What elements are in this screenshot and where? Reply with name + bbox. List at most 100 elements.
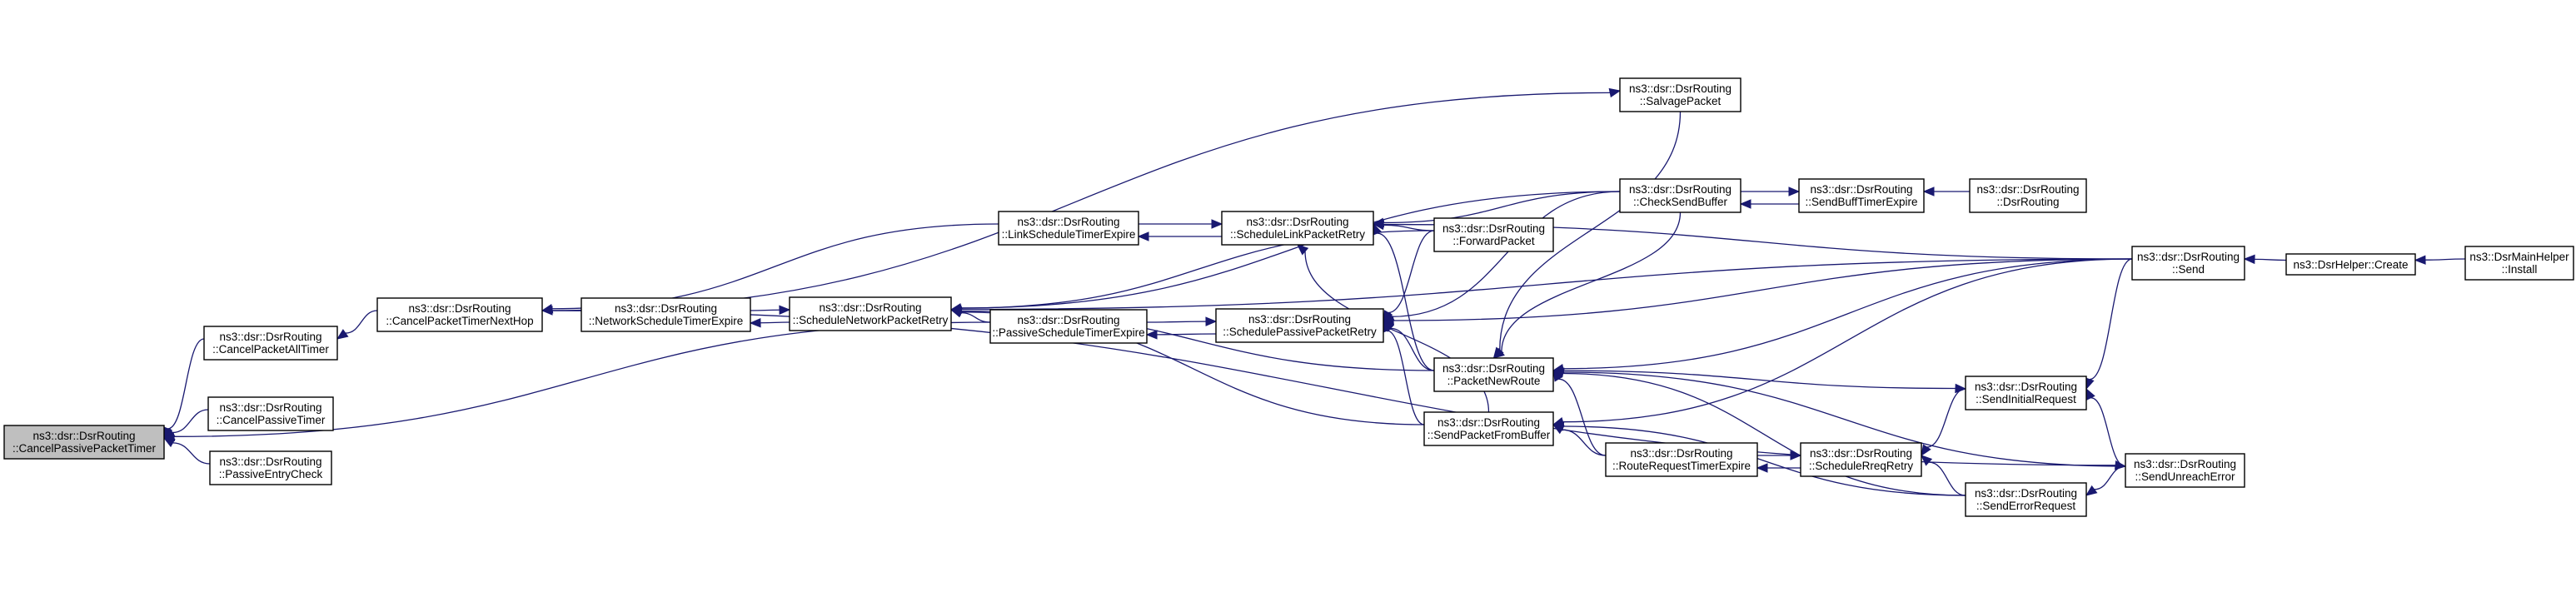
node-schedule-passive-packet-retry[interactable]: ns3::dsr::DsrRouting::SchedulePassivePac… [1215,308,1384,343]
node-box [1433,357,1554,392]
node-label-method: ::CancelPassivePacketTimer [12,442,157,455]
edge-line [1387,330,1425,425]
edge-cancel-packet-all-timer-to-cancel-passive-packet-timer [163,338,205,440]
edge-line [2094,465,2126,490]
node-box [1605,442,1758,477]
node-label-method: ::RouteRequestTimerExpire [1612,460,1751,472]
node-box [1433,217,1554,252]
node-label-method: ::SalvagePacket [1640,95,1721,107]
node-send[interactable]: ns3::dsr::DsrRouting::Send [2131,246,2245,281]
edge-line [551,223,999,310]
edge-line [167,338,205,430]
arrowhead-icon [1372,219,1384,230]
edge-line [172,442,211,465]
node-cancel-passive-packet-timer[interactable]: ns3::dsr::DsrRouting::CancelPassivePacke… [3,425,165,460]
edge-route-request-timer-expire-to-schedule-rreq-retry [1757,450,1802,460]
node-box [989,309,1148,344]
arrowhead-icon [2085,485,2098,496]
node-box [580,297,751,332]
arrowhead-icon [1552,421,1565,431]
edge-line [1552,370,1956,390]
node-dsr-helper-create[interactable]: ns3::DsrHelper::Create [2285,253,2416,276]
node-cancel-packet-all-timer[interactable]: ns3::dsr::DsrRouting::CancelPacketAllTim… [203,326,338,361]
nodes-layer: ns3::dsr::DsrRouting::CancelPassivePacke… [3,77,2574,517]
node-salvage-packet[interactable]: ns3::dsr::DsrRouting::SalvagePacket [1619,77,1741,112]
node-cancel-passive-timer[interactable]: ns3::dsr::DsrRouting::CancelPassiveTimer [207,396,334,431]
node-label-namespace: ns3::dsr::DsrRouting [1976,183,2079,196]
edge-line [1562,258,2133,370]
node-box [789,296,952,331]
node-label-namespace: ns3::dsr::DsrRouting [219,455,321,468]
edge-line [960,191,1621,309]
node-send-packet-from-buffer[interactable]: ns3::dsr::DsrRouting::SendPacketFromBuff… [1423,411,1554,446]
arrowhead-icon [1921,455,1933,466]
node-cancel-packet-timer-next-hop[interactable]: ns3::dsr::DsrRouting::CancelPacketTimerN… [376,297,543,332]
edge-line [1156,333,1217,336]
node-box [1221,211,1374,246]
edge-dsr-helper-create-to-send [2243,254,2287,265]
node-dsr-routing-ctor[interactable]: ns3::dsr::DsrRouting::DsrRouting [1969,178,2087,213]
arrowhead-icon [1955,383,1967,394]
node-label-method: ::SendUnreachError [2135,470,2235,483]
node-send-buff-timer-expire[interactable]: ns3::dsr::DsrRouting::SendBuffTimerExpir… [1798,178,1925,213]
node-label-method: ::CheckSendBuffer [1633,196,1728,208]
node-label-method: ::CancelPassiveTimer [217,414,326,426]
node-link-schedule-timer-expire[interactable]: ns3::dsr::DsrRouting::LinkScheduleTimerE… [998,211,1139,246]
node-label-namespace: ns3::dsr::DsrRouting [1630,447,1732,460]
edge-line [1388,230,1435,314]
edge-line [1501,211,1682,352]
node-box [1619,178,1741,213]
arrowhead-icon [1137,231,1149,241]
edge-line [1926,388,1966,448]
node-label-namespace: ns3::dsr::DsrRouting [408,302,511,315]
node-label-namespace: ns3::dsr::DsrRouting [1248,313,1351,326]
arrowhead-icon [1205,316,1218,326]
edge-send-to-send-initial-request [2085,258,2133,391]
edge-line [541,92,1611,311]
node-send-error-request[interactable]: ns3::dsr::DsrRouting::SendErrorRequest [1965,482,2087,517]
arrowhead-icon [779,305,791,316]
node-send-unreach-error[interactable]: ns3::dsr::DsrRouting::SendUnreachError [2125,453,2245,488]
edge-line [1562,372,1966,496]
node-label-namespace: ns3::dsr::DsrRouting [1246,216,1348,228]
arrowhead-icon [749,317,761,328]
node-box [376,297,543,332]
arrowhead-icon [2414,255,2426,265]
edge-passive-entry-check-to-cancel-passive-packet-timer [162,437,211,465]
node-packet-new-route[interactable]: ns3::dsr::DsrRouting::PacketNewRoute [1433,357,1554,392]
node-network-schedule-timer-expire[interactable]: ns3::dsr::DsrRouting::NetworkScheduleTim… [580,297,751,332]
node-label-namespace: ns3::dsr::DsrRouting [32,430,135,442]
edge-line [2090,397,2126,467]
node-schedule-network-packet-retry[interactable]: ns3::dsr::DsrRouting::ScheduleNetworkPac… [789,296,952,331]
node-label-namespace: ns3::dsr::DsrRouting [219,331,321,343]
node-forward-packet[interactable]: ns3::dsr::DsrRouting::ForwardPacket [1433,217,1554,252]
edge-line [1558,378,1607,456]
node-box [2464,246,2574,281]
node-box [1969,178,2087,213]
edge-line [1393,258,2133,321]
edge-line [960,258,2133,311]
edge-line [1377,232,1435,371]
node-box [1215,308,1384,343]
node-passive-entry-check[interactable]: ns3::dsr::DsrRouting::PassiveEntryCheck [209,450,332,485]
node-send-initial-request[interactable]: ns3::dsr::DsrRouting::SendInitialRequest [1965,376,2087,410]
node-label-namespace: ns3::dsr::DsrRouting [819,301,921,314]
node-dsr-main-helper-install[interactable]: ns3::DsrMainHelper::Install [2464,246,2574,281]
edge-schedule-link-packet-retry-to-link-schedule-timer-expire [1137,231,1222,241]
node-route-request-timer-expire[interactable]: ns3::dsr::DsrRouting::RouteRequestTimerE… [1605,442,1758,477]
edge-check-send-buffer-to-send-buff-timer-expire [1741,187,1801,197]
node-schedule-rreq-retry[interactable]: ns3::dsr::DsrRouting::ScheduleRreqRetry [1800,442,1922,477]
node-label-method: ::Install [2502,263,2538,276]
edge-send-error-request-to-schedule-rreq-retry [1921,455,1966,496]
edge-send-unreach-error-to-send-error-request [2085,465,2126,496]
node-box [2125,453,2245,488]
node-label-method: ::NetworkScheduleTimerExpire [589,315,744,327]
edge-line [1383,224,1435,231]
node-label-method: ::Send [2172,263,2205,276]
node-check-send-buffer[interactable]: ns3::dsr::DsrRouting::CheckSendBuffer [1619,178,1741,213]
arrowhead-icon [1145,330,1158,340]
node-passive-schedule-timer-expire[interactable]: ns3::dsr::DsrRouting::PassiveScheduleTim… [989,309,1148,344]
node-box [203,326,338,361]
node-box [1619,77,1741,112]
node-schedule-link-packet-retry[interactable]: ns3::dsr::DsrRouting::ScheduleLinkPacket… [1221,211,1374,246]
